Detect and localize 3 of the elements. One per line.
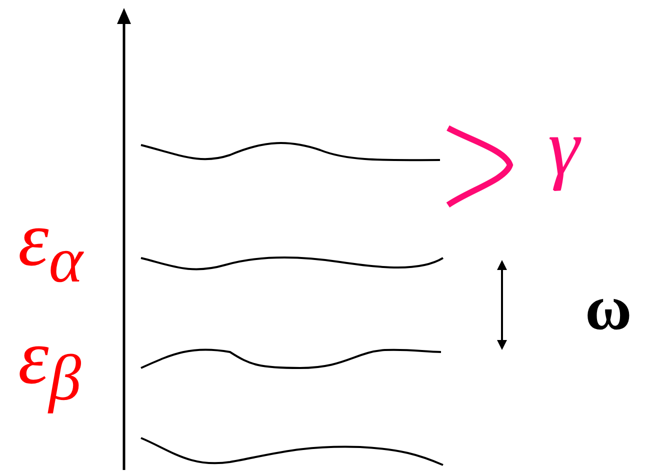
energy-label: ε$_{α}$	[18, 200, 83, 294]
symbol-label: ω	[585, 276, 632, 340]
energy-label: ε$_{β}$	[18, 318, 82, 412]
